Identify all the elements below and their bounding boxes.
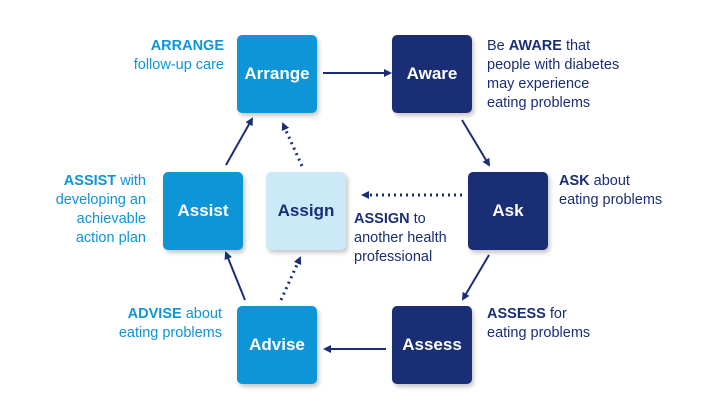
aware-box: Aware	[392, 35, 472, 113]
assign-box: Assign	[266, 172, 346, 250]
assess-box: Assess	[392, 306, 472, 384]
arrow-advise-to-assist	[224, 251, 246, 301]
arrow-assign-to-arrange	[281, 122, 304, 167]
advise-box: Advise	[237, 306, 317, 384]
arrow-ask-to-assess	[461, 254, 490, 301]
arrow-aware-to-ask	[461, 119, 491, 167]
ask-caption: ASK about eating problems	[559, 173, 663, 208]
assist-caption: ASSIST with developing an achievable act…	[55, 173, 146, 246]
aware-caption: Be AWARE that people with diabetes may e…	[487, 38, 620, 111]
arrange-box: Arrange	[237, 35, 317, 113]
advise-caption: ADVISE about eating problems	[118, 306, 222, 341]
arrange-caption: ARRANGE follow-up care	[133, 38, 224, 73]
assess-caption: ASSESS for eating problems	[487, 306, 591, 341]
ask-box: Ask	[468, 172, 548, 250]
arrow-advise-to-assign	[279, 256, 302, 301]
arrow-assist-to-arrange	[225, 117, 253, 166]
assist-box: Assist	[163, 172, 243, 250]
assign-caption: ASSIGN to another health professional	[354, 211, 447, 265]
